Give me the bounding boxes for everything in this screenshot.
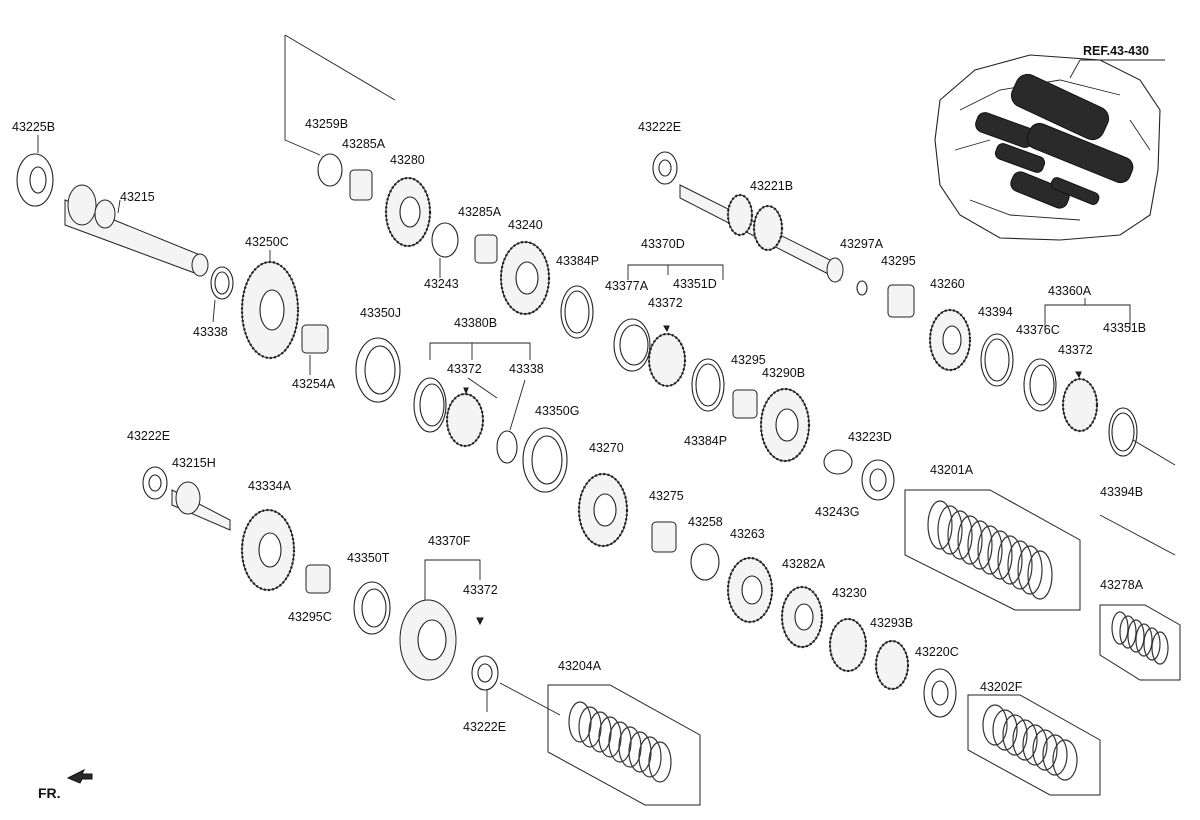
part-label: 43372 (1058, 343, 1093, 357)
part-label: 43222E (638, 120, 681, 134)
part-label: 43350G (535, 404, 579, 418)
front-label: FR. (38, 785, 61, 801)
part-label: 43282A (782, 557, 826, 571)
part-label: 43384P (684, 434, 727, 448)
part-label: 43222E (127, 429, 170, 443)
front-direction-marker: FR. (38, 768, 93, 801)
part-label: 43285A (342, 137, 386, 151)
part-label: 43372 (648, 296, 683, 310)
part-label: 43243 (424, 277, 459, 291)
bearing-43223D (823, 449, 895, 501)
part-label: 43293B (870, 616, 913, 630)
gear-43250C (240, 250, 300, 360)
part-label: 43259B (305, 117, 348, 131)
part-labels: 43225B 43215 43259B 43285A 43280 43285A … (12, 117, 1146, 734)
part-label: 43250C (245, 235, 289, 249)
part-label: 43222E (463, 720, 506, 734)
part-label: 43372 (463, 583, 498, 597)
part-label: 43295 (881, 254, 916, 268)
part-label: 43240 (508, 218, 543, 232)
part-label: 43377A (605, 279, 649, 293)
part-label: 43351B (1103, 321, 1146, 335)
part-label: 43338 (193, 325, 228, 339)
part-label: 43243G (815, 505, 859, 519)
part-label: 43376C (1016, 323, 1060, 337)
shaft-43215H (142, 466, 391, 635)
part-label: 43384P (556, 254, 599, 268)
synchro-assembly-43370D (613, 264, 811, 463)
part-label: 43201A (930, 463, 974, 477)
part-label: 43263 (730, 527, 765, 541)
part-label: 43370F (428, 534, 471, 548)
bearing-43254A (301, 324, 329, 375)
part-label: 43338 (509, 362, 544, 376)
box-43278A (1099, 604, 1181, 681)
part-label: 43215H (172, 456, 216, 470)
part-label: 43275 (649, 489, 684, 503)
part-label: 43295 (731, 353, 766, 367)
part-label: 43297A (840, 237, 884, 251)
part-label: 43258 (688, 515, 723, 529)
part-label: 43285A (458, 205, 502, 219)
synchro-assembly-43370F (399, 559, 561, 716)
part-label: 43370D (641, 237, 685, 251)
box-43202F (967, 694, 1101, 796)
part-label: 43372 (447, 362, 482, 376)
part-label: 43230 (832, 586, 867, 600)
part-label: 43225B (12, 120, 55, 134)
transmission-housing-illustration: REF.43-430 (934, 44, 1165, 241)
synchro-assembly-43380B (355, 337, 568, 493)
output-shaft-43221B (652, 151, 915, 318)
part-label: 43334A (248, 479, 292, 493)
part-label: 43204A (558, 659, 602, 673)
part-label: 43350T (347, 551, 390, 565)
part-label: 43351D (673, 277, 717, 291)
countershaft-gears (577, 472, 957, 718)
part-label: 43223D (848, 430, 892, 444)
synchro-assembly-43360A (928, 298, 1176, 556)
upper-shaft-parts (317, 153, 594, 339)
part-label: 43221B (750, 179, 793, 193)
part-label: 43295C (288, 610, 332, 624)
part-label: 43202F (980, 680, 1023, 694)
part-label: 43254A (292, 377, 336, 391)
part-label: 43278A (1100, 578, 1144, 592)
part-label: 43394B (1100, 485, 1143, 499)
part-label: 43394 (978, 305, 1013, 319)
part-label: 43350J (360, 306, 401, 320)
part-label: 43220C (915, 645, 959, 659)
part-label: 43270 (589, 441, 624, 455)
box-43204A (547, 684, 701, 806)
box-43201A (904, 489, 1081, 611)
input-shaft-assembly (16, 135, 234, 323)
part-label: 43215 (120, 190, 155, 204)
part-label: 43380B (454, 316, 497, 330)
part-label: 43260 (930, 277, 965, 291)
part-label: 43280 (390, 153, 425, 167)
reference-label: REF.43-430 (1083, 44, 1149, 58)
part-label: 43290B (762, 366, 805, 380)
part-label: 43360A (1048, 284, 1092, 298)
